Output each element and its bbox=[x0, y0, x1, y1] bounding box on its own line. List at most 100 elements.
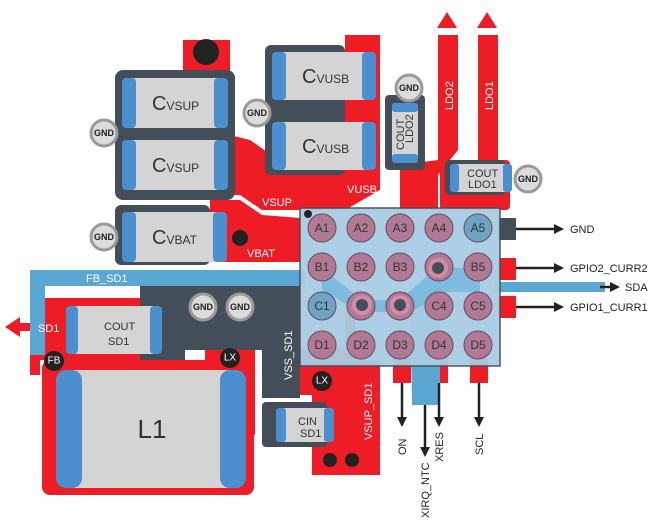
inductor-l1: L1 bbox=[56, 370, 246, 488]
ball-label-c5: C5 bbox=[470, 299, 486, 313]
ball-b3 bbox=[385, 252, 415, 282]
ball-label-d5: D5 bbox=[470, 338, 486, 352]
gpio1-pad bbox=[498, 296, 516, 318]
via-vsup-sd1-a bbox=[323, 453, 337, 467]
ball-label-d1: D1 bbox=[314, 338, 330, 352]
svg-text:LDO1: LDO1 bbox=[468, 179, 497, 191]
label-xirq-ntc: XIRQ_NTC bbox=[420, 462, 432, 518]
label-ldo2: LDO2 bbox=[444, 81, 456, 110]
svg-text:COUT: COUT bbox=[395, 119, 407, 150]
via-vsup-sd1-b bbox=[345, 453, 359, 467]
label-vss-sd1: VSS_SD1 bbox=[283, 330, 295, 380]
cap-cvsup1: CVSUP bbox=[122, 78, 228, 128]
label-vsup-sd1: VSUP_SD1 bbox=[363, 383, 375, 440]
ball-d4 bbox=[424, 330, 454, 360]
gnd-marker-ldo2-label: GND bbox=[399, 83, 420, 93]
svg-text:L1: L1 bbox=[138, 414, 167, 444]
via-b4-c bbox=[432, 262, 444, 274]
gnd-marker-sd1-b-label: GND bbox=[230, 302, 251, 312]
ball-d5 bbox=[463, 330, 493, 360]
gnd-markers: GND GND GND GND GND GND GND bbox=[89, 73, 543, 322]
gpio2-pad bbox=[498, 258, 516, 280]
label-fb: FB bbox=[48, 356, 61, 367]
cap-cvusb2: CVUSB bbox=[272, 122, 376, 170]
svg-text:CIN: CIN bbox=[298, 416, 317, 428]
label-ldo1: LDO1 bbox=[484, 81, 496, 110]
via-c3-c bbox=[394, 299, 406, 311]
svg-text:COUT: COUT bbox=[104, 321, 135, 333]
via-vsup bbox=[193, 39, 219, 65]
vusb-link bbox=[260, 170, 345, 210]
fb-sd1-bus bbox=[45, 270, 305, 286]
ball-label-a4: A4 bbox=[432, 221, 447, 235]
gnd-marker-sd1-a-label: GND bbox=[193, 302, 214, 312]
cap-cvusb1: CVUSB bbox=[272, 52, 376, 100]
ball-label-b5: B5 bbox=[471, 260, 486, 274]
ball-a5 bbox=[463, 213, 493, 243]
cap-cout-ldo2: COUT LDO2 bbox=[392, 103, 418, 163]
pin-markers: FB LX LX bbox=[44, 348, 332, 391]
label-lx-1: LX bbox=[224, 353, 237, 364]
ball-c4 bbox=[424, 291, 454, 321]
svg-text:SD1: SD1 bbox=[108, 336, 129, 348]
svg-text:CVUSB: CVUSB bbox=[302, 136, 349, 158]
cap-cvbat: CVBAT bbox=[122, 212, 227, 262]
gnd-marker-vusb-label: GND bbox=[247, 108, 268, 118]
label-gpio2: GPIO2_CURR2 bbox=[570, 263, 648, 275]
gnd-marker-sd1-a bbox=[188, 292, 218, 322]
gnd-marker-vbat-label: GND bbox=[94, 232, 115, 242]
ball-d3 bbox=[385, 330, 415, 360]
ball-label-b2: B2 bbox=[354, 260, 369, 274]
label-scl: SCL bbox=[474, 434, 486, 455]
ball-b2 bbox=[346, 252, 376, 282]
label-on: ON bbox=[397, 438, 409, 455]
gnd-marker-vsup-label: GND bbox=[94, 128, 115, 138]
ldo1-arrow bbox=[477, 12, 497, 28]
bottom-signal-labels: ON XIRQ_NTC XRES SCL bbox=[397, 432, 486, 518]
gnd-marker-ldo1 bbox=[513, 164, 543, 194]
ldo1-copper bbox=[478, 35, 498, 175]
label-xres: XRES bbox=[434, 432, 446, 462]
ball-a3 bbox=[385, 213, 415, 243]
label-gpio1: GPIO1_CURR1 bbox=[570, 302, 648, 314]
ball-label-b1: B1 bbox=[315, 260, 330, 274]
gnd-marker-ldo1-label: GND bbox=[518, 174, 539, 184]
fb-sd1-trace bbox=[30, 270, 70, 355]
label-gnd-signal: GND bbox=[570, 224, 595, 236]
label-vsup: VSUP bbox=[262, 197, 292, 209]
svg-text:CVSUP: CVSUP bbox=[152, 155, 199, 177]
ball-label-a1: A1 bbox=[315, 221, 330, 235]
sda-trace bbox=[495, 282, 605, 292]
via-b2-c bbox=[356, 299, 368, 311]
svg-text:CVBAT: CVBAT bbox=[152, 227, 198, 249]
gnd-marker-vsup bbox=[89, 118, 119, 148]
right-signals bbox=[516, 224, 620, 312]
gnd-marker-ldo2 bbox=[394, 73, 424, 103]
ball-b1 bbox=[307, 252, 337, 282]
ball-label-a5: A5 bbox=[471, 221, 486, 235]
cap-cout-sd1: COUT SD1 bbox=[66, 306, 162, 354]
sd1-arrow-stem bbox=[18, 323, 38, 331]
ball-c5 bbox=[463, 291, 493, 321]
ball-a4 bbox=[424, 213, 454, 243]
gnd-marker-sd1-b bbox=[225, 292, 255, 322]
net-labels: VSUP VUSB VBAT FB_SD1 SD1 VSS_SD1 VSUP_S… bbox=[38, 81, 496, 440]
ball-label-c1: C1 bbox=[314, 299, 330, 313]
ball-a2 bbox=[346, 213, 376, 243]
vias bbox=[193, 39, 448, 467]
ball-label-c4: C4 bbox=[431, 299, 447, 313]
ball-a1 bbox=[307, 213, 337, 243]
svg-text:SD1: SD1 bbox=[300, 428, 321, 440]
label-sd1: SD1 bbox=[38, 323, 59, 335]
ic-pin1-dot bbox=[304, 210, 312, 218]
gnd-marker-vbat bbox=[89, 222, 119, 252]
gnd-pour-center bbox=[140, 280, 300, 398]
vbat-copper bbox=[210, 200, 300, 262]
svg-text:COUT: COUT bbox=[467, 168, 498, 180]
cap-cout-ldo1: COUT LDO1 bbox=[450, 164, 512, 192]
ldo2-arrow bbox=[437, 12, 457, 28]
label-fb-sd1: FB_SD1 bbox=[86, 273, 128, 285]
